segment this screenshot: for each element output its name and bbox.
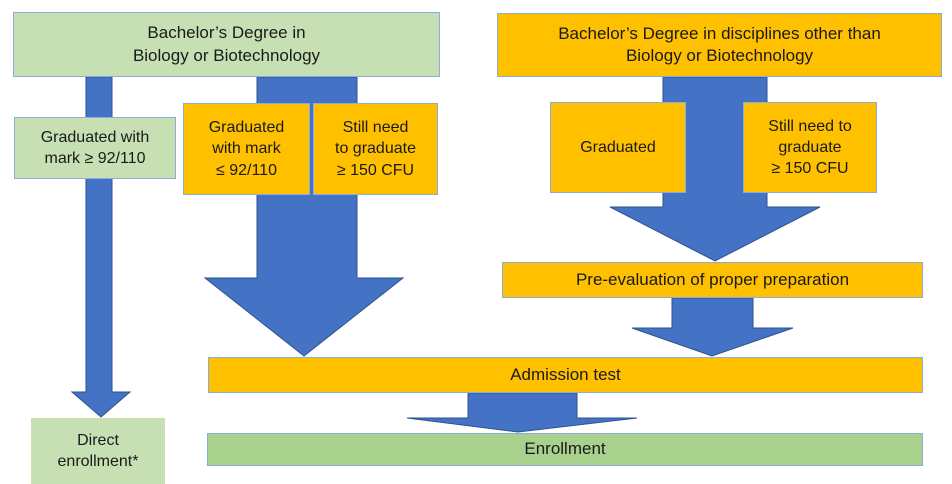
node-direct-enrollment: Direct enrollment* [31,418,165,484]
node-bachelor-degree-biology: Bachelor’s Degree in Biology or Biotechn… [13,12,440,77]
node-enrollment: Enrollment [207,433,923,466]
node-admission-test: Admission test [208,357,923,393]
node-graduated-mark-lte-92: Graduated with mark ≤ 92/110 [183,103,310,195]
node-graduated-mark-gte-92: Graduated with mark ≥ 92/110 [14,117,176,179]
arrow-admission-test-to-enrollment-icon [406,392,638,433]
node-pre-evaluation: Pre-evaluation of proper preparation [502,262,923,298]
node-graduated-right: Graduated [550,102,686,193]
node-bachelor-degree-other-disciplines: Bachelor’s Degree in disciplines other t… [497,13,942,77]
node-still-need-to-graduate-right: Still need to graduate ≥ 150 CFU [743,102,877,193]
arrow-other-degree-to-pre-evaluation-icon [609,76,821,262]
node-still-need-to-graduate-left: Still need to graduate ≥ 150 CFU [313,103,438,195]
arrow-pre-evaluation-to-admission-test-icon [631,297,794,357]
